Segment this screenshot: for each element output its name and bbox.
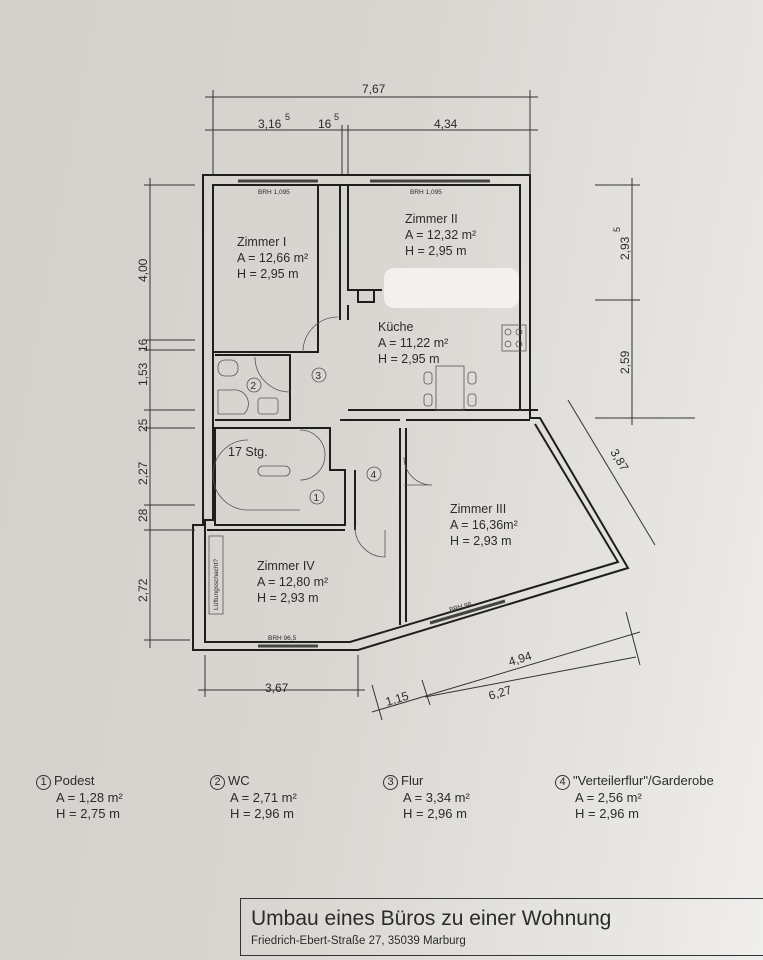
legend-item-verteilerflur: 4"Verteilerflur"/Garderobe A = 2,56 m² H… — [555, 773, 714, 822]
window-label: BRH 96,5 — [268, 635, 297, 642]
svg-text:4,00: 4,00 — [136, 258, 150, 282]
legend-height: H = 2,96 m — [403, 806, 467, 821]
legend-area: A = 2,56 m² — [575, 790, 642, 805]
svg-text:Zimmer II: Zimmer II — [405, 212, 458, 226]
room-markers: 1 2 3 4 — [246, 367, 382, 505]
svg-text:5: 5 — [334, 112, 339, 122]
svg-text:5: 5 — [612, 227, 622, 232]
title-block: Umbau eines Büros zu einer Wohnung Fried… — [240, 898, 763, 956]
marker-circle: 2 — [210, 775, 225, 790]
marker-circle: 4 — [555, 775, 570, 790]
svg-text:3,87: 3,87 — [607, 446, 631, 474]
redaction-patch — [384, 268, 519, 308]
outer-walls — [192, 174, 630, 651]
svg-text:7,67: 7,67 — [362, 82, 386, 96]
plan-title: Umbau eines Büros zu einer Wohnung — [251, 907, 612, 930]
svg-text:6,27: 6,27 — [487, 683, 514, 703]
dimension-lines — [144, 90, 695, 721]
svg-text:2,72: 2,72 — [136, 578, 150, 602]
ventilation-shaft — [208, 535, 224, 615]
window-label: BRH 1,095 — [410, 189, 442, 196]
svg-text:H = 2,95 m: H = 2,95 m — [237, 267, 299, 281]
svg-text:28: 28 — [136, 508, 150, 522]
kitchen-furniture — [384, 268, 527, 411]
windows — [238, 179, 506, 648]
legend-name: "Verteilerflur"/Garderobe — [573, 773, 714, 788]
svg-text:H = 2,95 m: H = 2,95 m — [405, 244, 467, 258]
doors — [254, 316, 433, 558]
legend-area: A = 2,71 m² — [230, 790, 297, 805]
inner-walls — [207, 184, 530, 625]
svg-text:4,94: 4,94 — [507, 649, 534, 669]
dimension-labels: 7,67 3,16 5 16 5 4,34 4,00 16 1,53 25 2,… — [136, 82, 632, 709]
legend-area: A = 3,34 m² — [403, 790, 470, 805]
room-zimmer-3: Zimmer III A = 16,36m² H = 2,93 m — [450, 502, 518, 548]
svg-text:2,93: 2,93 — [618, 236, 632, 260]
svg-text:5: 5 — [285, 112, 290, 122]
svg-text:2,27: 2,27 — [136, 461, 150, 485]
shaft-label: Lüftungsschacht? — [213, 559, 220, 610]
legend-height: H = 2,96 m — [575, 806, 639, 821]
svg-text:A = 16,36m²: A = 16,36m² — [450, 518, 518, 532]
svg-text:25: 25 — [136, 418, 150, 432]
svg-text:A = 12,66 m²: A = 12,66 m² — [237, 251, 308, 265]
svg-text:A = 12,32 m²: A = 12,32 m² — [405, 228, 476, 242]
room-zimmer-2: Zimmer II A = 12,32 m² H = 2,95 m — [405, 212, 476, 258]
room-zimmer-4: Zimmer IV A = 12,80 m² H = 2,93 m — [257, 559, 328, 605]
legend-name: Podest — [54, 773, 95, 788]
svg-text:4: 4 — [371, 470, 377, 481]
marker-circle: 1 — [36, 775, 51, 790]
svg-text:3,67: 3,67 — [265, 681, 289, 695]
svg-text:4,34: 4,34 — [434, 117, 458, 131]
stairs: 17 Stg. — [212, 439, 300, 511]
svg-text:2,59: 2,59 — [618, 350, 632, 374]
stairs-label: 17 Stg. — [228, 445, 268, 459]
svg-text:H = 2,93 m: H = 2,93 m — [257, 591, 319, 605]
svg-text:H = 2,93 m: H = 2,93 m — [450, 534, 512, 548]
svg-text:A = 12,80 m²: A = 12,80 m² — [257, 575, 328, 589]
legend-name: WC — [228, 773, 250, 788]
svg-text:1,53: 1,53 — [136, 362, 150, 386]
svg-text:Zimmer IV: Zimmer IV — [257, 559, 315, 573]
wc-fixtures — [217, 359, 279, 415]
marker-circle: 3 — [383, 775, 398, 790]
svg-text:1,15: 1,15 — [384, 689, 411, 709]
svg-text:16: 16 — [136, 338, 150, 352]
svg-text:Zimmer I: Zimmer I — [237, 235, 286, 249]
legend-name: Flur — [401, 773, 424, 788]
plan-address: Friedrich-Ebert-Straße 27, 35039 Marburg — [251, 935, 466, 947]
svg-text:3,16: 3,16 — [258, 117, 282, 131]
svg-text:2: 2 — [251, 381, 257, 392]
room-kueche: Küche A = 11,22 m² H = 2,95 m — [378, 320, 448, 366]
legend-height: H = 2,75 m — [56, 806, 120, 821]
svg-text:16: 16 — [318, 117, 332, 131]
legend-area: A = 1,28 m² — [56, 790, 123, 805]
svg-text:A = 11,22 m²: A = 11,22 m² — [378, 336, 448, 350]
legend-height: H = 2,96 m — [230, 806, 294, 821]
svg-text:H = 2,95 m: H = 2,95 m — [378, 352, 440, 366]
svg-text:Zimmer III: Zimmer III — [450, 502, 506, 516]
svg-text:Küche: Küche — [378, 320, 413, 334]
room-zimmer-1: Zimmer I A = 12,66 m² H = 2,95 m — [237, 235, 308, 281]
svg-text:3: 3 — [316, 371, 322, 382]
window-label: BRH 1,095 — [258, 189, 290, 196]
svg-text:1: 1 — [314, 493, 320, 504]
